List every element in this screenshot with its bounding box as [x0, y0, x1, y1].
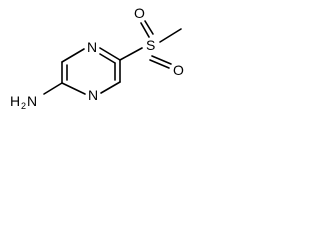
- atom-o-upper: O: [134, 5, 145, 21]
- structure-canvas: N N S O O H 2 N: [0, 0, 200, 136]
- atom-n-bottom: N: [88, 87, 98, 103]
- atom-o-lower: O: [173, 62, 184, 78]
- bond-s-o-upper-a: [140, 22, 150, 38]
- bond-c2-s: [119, 47, 143, 61]
- atom-nh2-subscript: 2: [21, 101, 26, 111]
- bond-s-o-lower-b: [149, 59, 170, 69]
- bond-n1-c2: [99, 47, 121, 61]
- bond-c6-nh2: [43, 82, 63, 95]
- bond-n1-c2-inner: [99, 53, 116, 64]
- bond-c4-c5: [61, 82, 86, 95]
- bond-c6-n1: [61, 48, 85, 63]
- chemical-structure: N N S O O H 2 N: [10, 5, 184, 111]
- atom-nh2-n: N: [27, 93, 37, 109]
- atom-s: S: [146, 37, 155, 53]
- atom-nh2-h: H: [10, 93, 20, 109]
- bond-s-o-upper-b: [144, 20, 154, 35]
- atom-n-top: N: [87, 39, 97, 55]
- bond-s-methyl: [159, 28, 182, 43]
- bond-n3-c4: [100, 81, 121, 94]
- bond-s-o-lower-a: [151, 55, 172, 65]
